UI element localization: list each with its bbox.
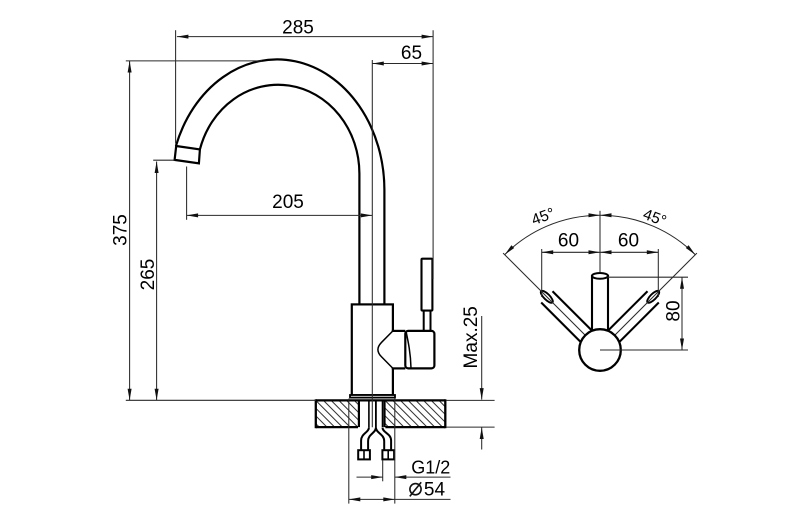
- svg-text:80: 80: [664, 300, 685, 321]
- svg-text:375: 375: [111, 214, 132, 246]
- svg-text:60: 60: [558, 231, 579, 252]
- svg-text:54: 54: [424, 480, 446, 501]
- svg-text:285: 285: [282, 18, 314, 39]
- svg-text:Max.25: Max.25: [461, 306, 482, 368]
- svg-text:65: 65: [401, 43, 422, 64]
- svg-text:60: 60: [618, 231, 639, 252]
- svg-text:G1/2: G1/2: [411, 458, 450, 478]
- svg-text:265: 265: [138, 259, 159, 291]
- svg-text:205: 205: [272, 192, 304, 213]
- svg-text:45°: 45°: [641, 206, 669, 230]
- svg-text:45°: 45°: [529, 205, 557, 229]
